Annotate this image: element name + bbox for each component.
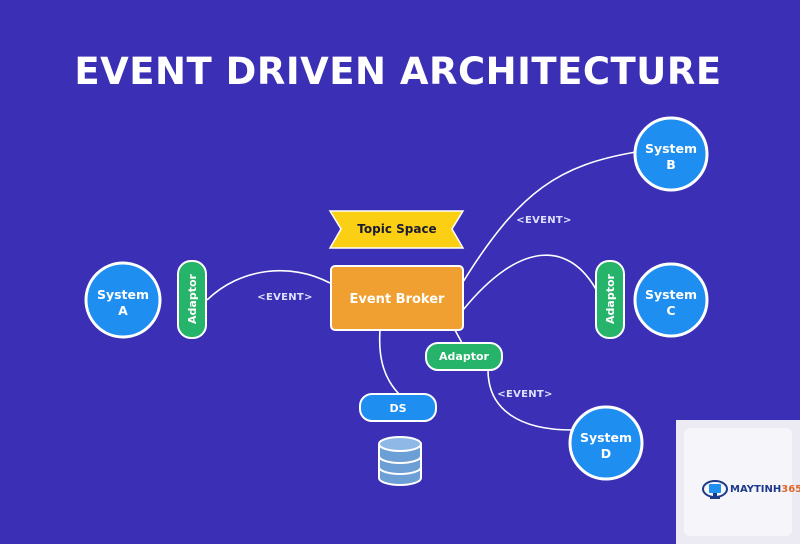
- event-label-left: <EVENT>: [257, 292, 312, 303]
- topic-space-label: Topic Space: [357, 222, 436, 236]
- connector-adaptor-a-to-broker: [206, 269, 331, 301]
- system-a-line1: System: [97, 287, 149, 302]
- system-a-line2: A: [118, 303, 128, 318]
- adaptor-bottom: Adaptor: [425, 342, 503, 371]
- watermark-brand-accent: 365: [781, 484, 800, 495]
- system-c-line1: System: [645, 287, 697, 302]
- watermark-logo-inner: MAYTINH365: [684, 428, 800, 536]
- system-c-node: System C: [633, 262, 709, 338]
- page-title: EVENT DRIVEN ARCHITECTURE: [74, 50, 721, 93]
- ds-node: DS: [359, 393, 437, 422]
- event-label-lower-right: <EVENT>: [497, 389, 552, 400]
- watermark-brand-main: MAYTINH: [730, 484, 782, 495]
- system-c-line2: C: [666, 303, 675, 318]
- system-d-line2: D: [601, 446, 611, 461]
- connector-adaptor-bottom-to-system-d: [487, 369, 573, 431]
- adaptor-bottom-label: Adaptor: [439, 350, 489, 363]
- system-b-line1: System: [645, 141, 697, 156]
- topic-space-banner: Topic Space: [328, 210, 465, 249]
- ds-label: DS: [389, 402, 406, 415]
- watermark-brand: MAYTINH365: [730, 484, 800, 495]
- connector-broker-to-adaptor-bottom: [454, 329, 463, 344]
- adaptor-right-label: Adaptor: [604, 273, 617, 323]
- event-broker-label: Event Broker: [350, 292, 446, 307]
- adaptor-left: Adaptor: [177, 260, 207, 339]
- event-broker-node: Event Broker: [330, 265, 464, 331]
- system-a-node: System A: [84, 261, 162, 339]
- adaptor-right: Adaptor: [595, 260, 625, 339]
- system-d-node: System D: [568, 405, 644, 481]
- connector-broker-to-adaptor-c: [462, 254, 599, 311]
- event-label-upper-right: <EVENT>: [516, 215, 571, 226]
- database-icon: [378, 436, 422, 486]
- monitor-logo-icon: [702, 480, 728, 499]
- adaptor-left-label: Adaptor: [186, 273, 199, 323]
- connector-broker-to-system-b: [462, 151, 637, 283]
- system-b-node: System B: [633, 116, 709, 192]
- connector-broker-to-ds: [378, 329, 401, 396]
- system-d-line1: System: [580, 430, 632, 445]
- watermark-logo-card: MAYTINH365: [676, 420, 800, 544]
- system-b-line2: B: [666, 157, 676, 172]
